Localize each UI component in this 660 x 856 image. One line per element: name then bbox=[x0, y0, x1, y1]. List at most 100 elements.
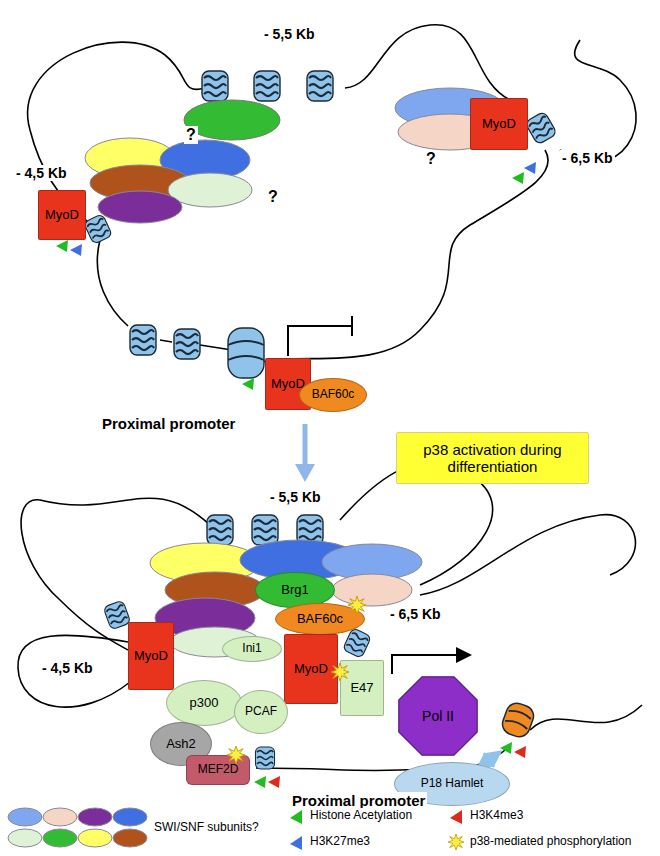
art-ellipse bbox=[98, 191, 182, 223]
art-polygon bbox=[500, 742, 512, 754]
art-path bbox=[345, 25, 510, 100]
distance-label: - 6,5 Kb bbox=[388, 606, 443, 622]
node-text: BAF60c bbox=[312, 388, 355, 402]
star-shape bbox=[227, 746, 245, 764]
art-path bbox=[28, 42, 205, 130]
art-ellipse bbox=[8, 829, 42, 847]
art-use bbox=[343, 628, 372, 659]
legend-text: H3K27me3 bbox=[308, 834, 372, 848]
art-use bbox=[202, 71, 228, 101]
art-g bbox=[18, 463, 642, 771]
art-polygon bbox=[514, 746, 526, 758]
node-rect: MyoD bbox=[470, 98, 528, 150]
node-ell: BAF60c bbox=[299, 378, 367, 412]
node-text: PCAF bbox=[245, 705, 277, 719]
octagon-outline bbox=[399, 677, 477, 755]
region-label: Proximal promoter bbox=[290, 792, 427, 809]
node-rect: p38 activation during differentiation bbox=[396, 432, 589, 484]
legend-text: H3K4me3 bbox=[468, 808, 525, 822]
art-use bbox=[84, 214, 113, 245]
question-mark: ? bbox=[184, 126, 198, 144]
art-g bbox=[28, 25, 637, 362]
node-text: MEF2D bbox=[198, 763, 239, 777]
art-use bbox=[130, 325, 156, 355]
art-use bbox=[207, 515, 233, 545]
art-path bbox=[560, 40, 636, 162]
legend-text: Histone Acetylation bbox=[308, 808, 414, 822]
art-path bbox=[392, 655, 468, 674]
question-mark: ? bbox=[424, 150, 438, 168]
art-ellipse bbox=[113, 808, 147, 826]
art-ellipse bbox=[78, 829, 112, 847]
node-text: Ini1 bbox=[242, 642, 261, 656]
node-rect: E47 bbox=[340, 660, 384, 716]
phosphorylation-star bbox=[331, 663, 349, 681]
art-path bbox=[420, 515, 635, 595]
phosphorylation-star bbox=[227, 746, 245, 764]
art-ellipse bbox=[43, 808, 77, 826]
distance-label: - 6,5 Kb bbox=[560, 150, 615, 166]
distance-label: - 4,5 Kb bbox=[40, 660, 95, 676]
node-text: MyoD bbox=[134, 649, 168, 664]
node-text: Ash2 bbox=[166, 737, 196, 752]
phosphorylation-star bbox=[348, 596, 366, 614]
legend-text: SWI/SNF subunits? bbox=[152, 820, 261, 834]
region-label: Proximal promoter bbox=[100, 415, 237, 432]
art-polygon bbox=[254, 776, 266, 788]
art-polygon bbox=[290, 810, 302, 824]
node-rect: MyoD bbox=[284, 634, 338, 704]
node-ell: p300 bbox=[166, 680, 242, 726]
node-text: P18 Hamlet bbox=[413, 777, 492, 791]
art-use bbox=[448, 834, 464, 850]
node-text: MyoD bbox=[482, 117, 516, 132]
distance-label: - 5,5 Kb bbox=[262, 26, 317, 42]
art-polygon bbox=[524, 162, 536, 174]
question-mark: ? bbox=[266, 188, 280, 206]
star-shape bbox=[348, 596, 366, 614]
node-rect: MEF2D bbox=[186, 755, 250, 785]
art-use bbox=[252, 515, 278, 545]
art-use bbox=[103, 600, 131, 630]
art-path bbox=[288, 316, 352, 356]
node-ell: Ini1 bbox=[222, 636, 282, 662]
node-text: MyoD bbox=[294, 662, 328, 677]
art-use bbox=[307, 71, 333, 101]
legend-text: p38-mediated phosphorylation bbox=[468, 834, 633, 848]
art-polygon bbox=[290, 836, 302, 850]
node-ell: PCAF bbox=[234, 690, 287, 734]
art-use bbox=[254, 71, 280, 101]
node-text: p300 bbox=[190, 696, 219, 711]
art-rect bbox=[228, 328, 264, 378]
art-polygon bbox=[295, 464, 315, 482]
art-polygon bbox=[268, 776, 280, 788]
node-rect: MyoD bbox=[128, 622, 174, 690]
node-text: BAF60c bbox=[297, 612, 343, 627]
node-oct: Pol II bbox=[398, 676, 478, 756]
art-ellipse bbox=[43, 829, 77, 847]
art-path bbox=[262, 150, 548, 362]
node-ell: BAF60c bbox=[275, 603, 365, 635]
art-polygon bbox=[450, 810, 462, 824]
art-polygon bbox=[56, 240, 68, 252]
art-path bbox=[228, 341, 264, 360]
art-path bbox=[97, 240, 128, 326]
art-ellipse bbox=[8, 808, 42, 826]
art-use bbox=[174, 329, 200, 359]
art-use bbox=[255, 747, 274, 769]
art-use bbox=[499, 700, 536, 740]
distance-label: - 5,5 Kb bbox=[268, 489, 323, 505]
distance-label: - 4,5 Kb bbox=[14, 165, 69, 181]
art-path bbox=[18, 635, 130, 707]
node-text: p38 activation during differentiation bbox=[397, 441, 588, 476]
art-polygon bbox=[242, 378, 254, 390]
art-ellipse bbox=[332, 574, 412, 606]
art-ellipse bbox=[184, 100, 280, 140]
node-text: Brg1 bbox=[281, 583, 308, 598]
node-text: Pol II bbox=[422, 708, 454, 724]
art-path bbox=[530, 705, 642, 730]
art-path bbox=[303, 424, 308, 466]
art-polygon bbox=[70, 244, 82, 256]
art-ellipse bbox=[78, 808, 112, 826]
